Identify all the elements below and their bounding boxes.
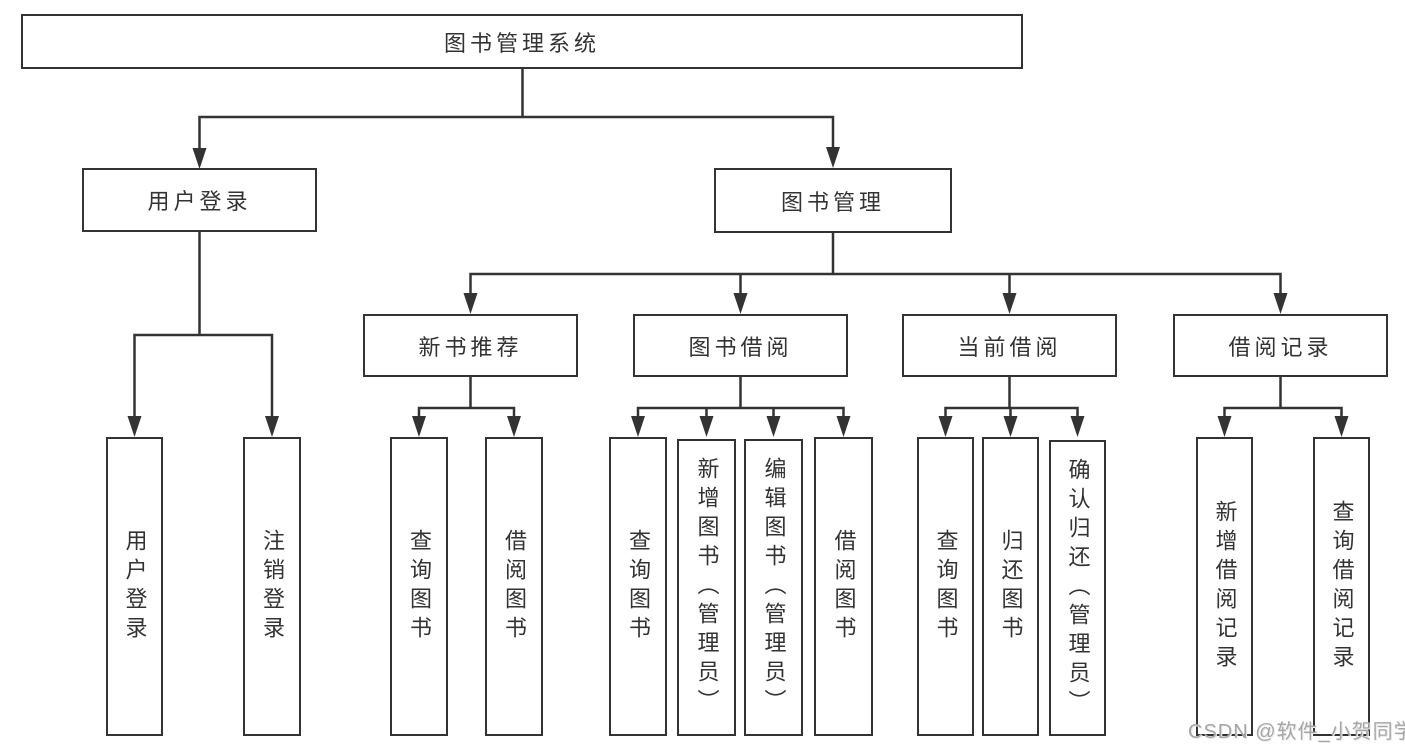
arrowhead-icon	[192, 148, 207, 169]
arrowhead-icon	[938, 416, 953, 437]
leaf-edit-books-admin: 编辑图书（管理员）	[744, 439, 803, 736]
arrowhead-icon	[1003, 416, 1018, 437]
connector-book-mgmt-branch	[463, 231, 1288, 314]
connector-new-book-branch	[412, 375, 521, 437]
arrowhead-icon	[412, 416, 426, 437]
arrowhead-icon	[631, 416, 645, 437]
leaf-borrow-books-recommend: 借阅图书	[485, 437, 543, 736]
arrowhead-icon	[836, 416, 851, 437]
arrowhead-icon	[265, 416, 279, 437]
connector-current-borrow-branch	[938, 375, 1085, 437]
arrowhead-icon	[507, 416, 521, 437]
leaf-query-borrow-record: 查询借阅记录	[1313, 437, 1370, 736]
arrowhead-icon	[1002, 293, 1017, 314]
leaf-query-books-recommend: 查询图书	[390, 437, 448, 736]
node-borrow-records: 借阅记录	[1173, 314, 1388, 377]
arrowhead-icon	[766, 416, 781, 437]
arrowhead-icon	[1217, 416, 1232, 437]
connector-book-borrow-branch	[631, 375, 851, 437]
arrowhead-icon	[463, 293, 478, 314]
connector-user-login-branch	[127, 230, 279, 437]
arrowhead-icon	[1334, 416, 1349, 437]
leaf-return-books: 归还图书	[982, 437, 1039, 736]
node-library-system-root: 图书管理系统	[21, 14, 1023, 69]
arrowhead-icon	[1070, 416, 1085, 437]
leaf-borrow-books: 借阅图书	[814, 437, 873, 736]
leaf-query-books-current: 查询图书	[917, 437, 974, 736]
connector-root-branch	[192, 67, 840, 169]
leaf-add-borrow-record: 新增借阅记录	[1196, 437, 1253, 736]
node-current-borrow: 当前借阅	[902, 314, 1117, 377]
arrowhead-icon	[826, 147, 840, 168]
node-book-management: 图书管理	[714, 168, 952, 233]
leaf-user-login: 用户登录	[106, 437, 163, 736]
csdn-watermark: CSDN @软件_小贺同学	[1188, 721, 1405, 743]
node-user-login: 用户登录	[82, 168, 317, 232]
leaf-logout: 注销登录	[243, 437, 301, 736]
arrowhead-icon	[1273, 293, 1288, 314]
leaf-query-books-borrow: 查询图书	[609, 437, 667, 736]
arrowhead-icon	[127, 416, 142, 437]
arrowhead-icon	[733, 293, 748, 314]
leaf-add-books-admin: 新增图书（管理员）	[677, 439, 736, 736]
arrowhead-icon	[699, 416, 714, 437]
connector-borrow-records-branch	[1217, 375, 1349, 437]
node-new-book-recommend: 新书推荐	[363, 314, 578, 377]
leaf-confirm-return-admin: 确认归还（管理员）	[1049, 440, 1106, 736]
node-book-borrow: 图书借阅	[633, 314, 848, 377]
